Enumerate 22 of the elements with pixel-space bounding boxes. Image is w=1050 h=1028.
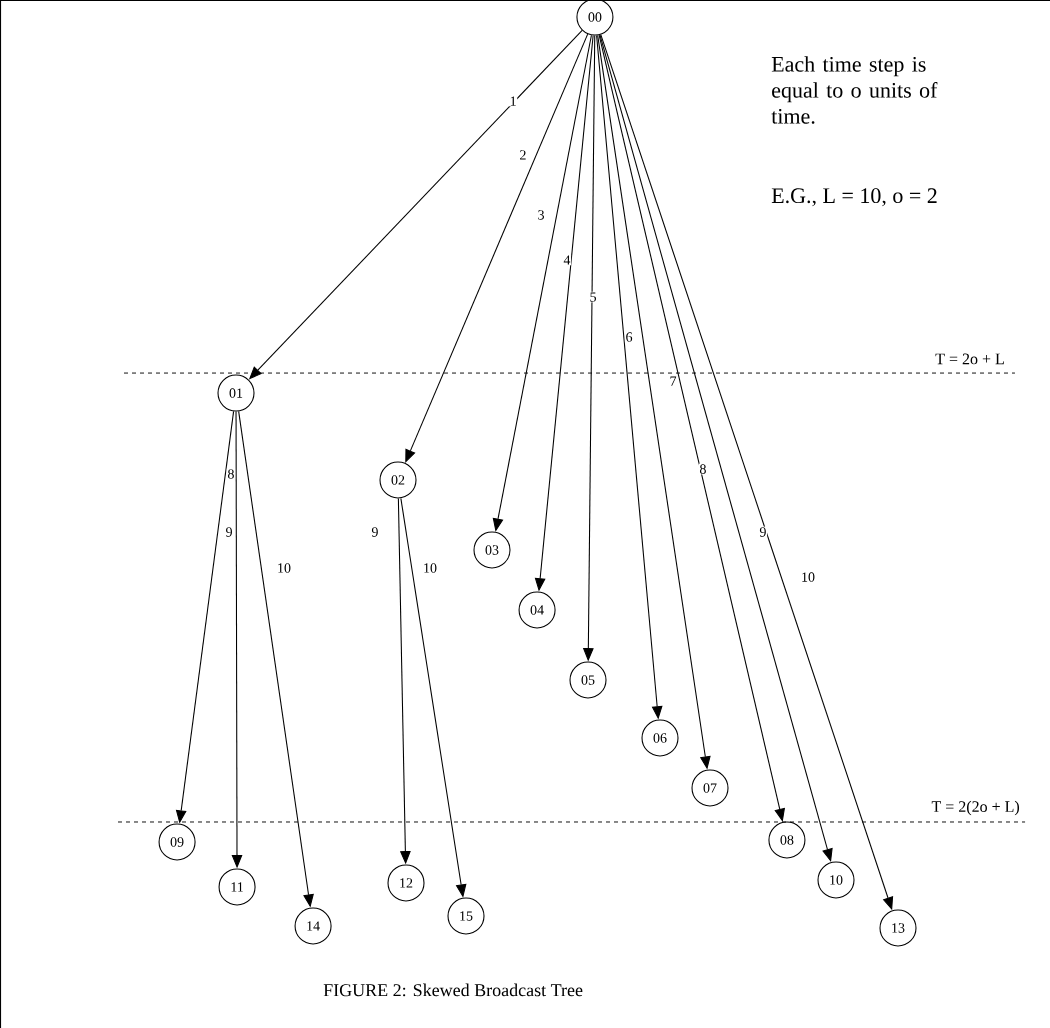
edge-label: 4 [562,254,572,266]
level-label: T = 2(2o + L) [931,800,1020,816]
edge-label: 10 [800,571,816,583]
edge-label: 9 [224,526,234,538]
caption: FIGURE 2: Skewed Broadcast Tree [323,983,583,997]
edge-label: 7 [668,375,678,387]
edge-label: 5 [588,291,598,303]
edge-label: 9 [758,526,768,538]
edge-label: 10 [422,562,438,574]
edge-label: 10 [276,562,292,574]
note-text: E.G., L = 10, o = 2 [771,188,937,207]
edge-label: 1 [508,95,518,107]
edge-label: 3 [536,209,546,221]
arrow [598,34,786,822]
edge-label: 9 [370,526,380,538]
edge-label: 2 [518,149,528,161]
note-text: Each time step is equal to o units of time. [771,56,938,124]
arrow [405,33,589,463]
edge-label: 8 [698,463,708,475]
level-label: T = 2o + L [935,353,1004,365]
edge-label: 6 [624,331,634,343]
edge-label: 8 [226,468,236,480]
